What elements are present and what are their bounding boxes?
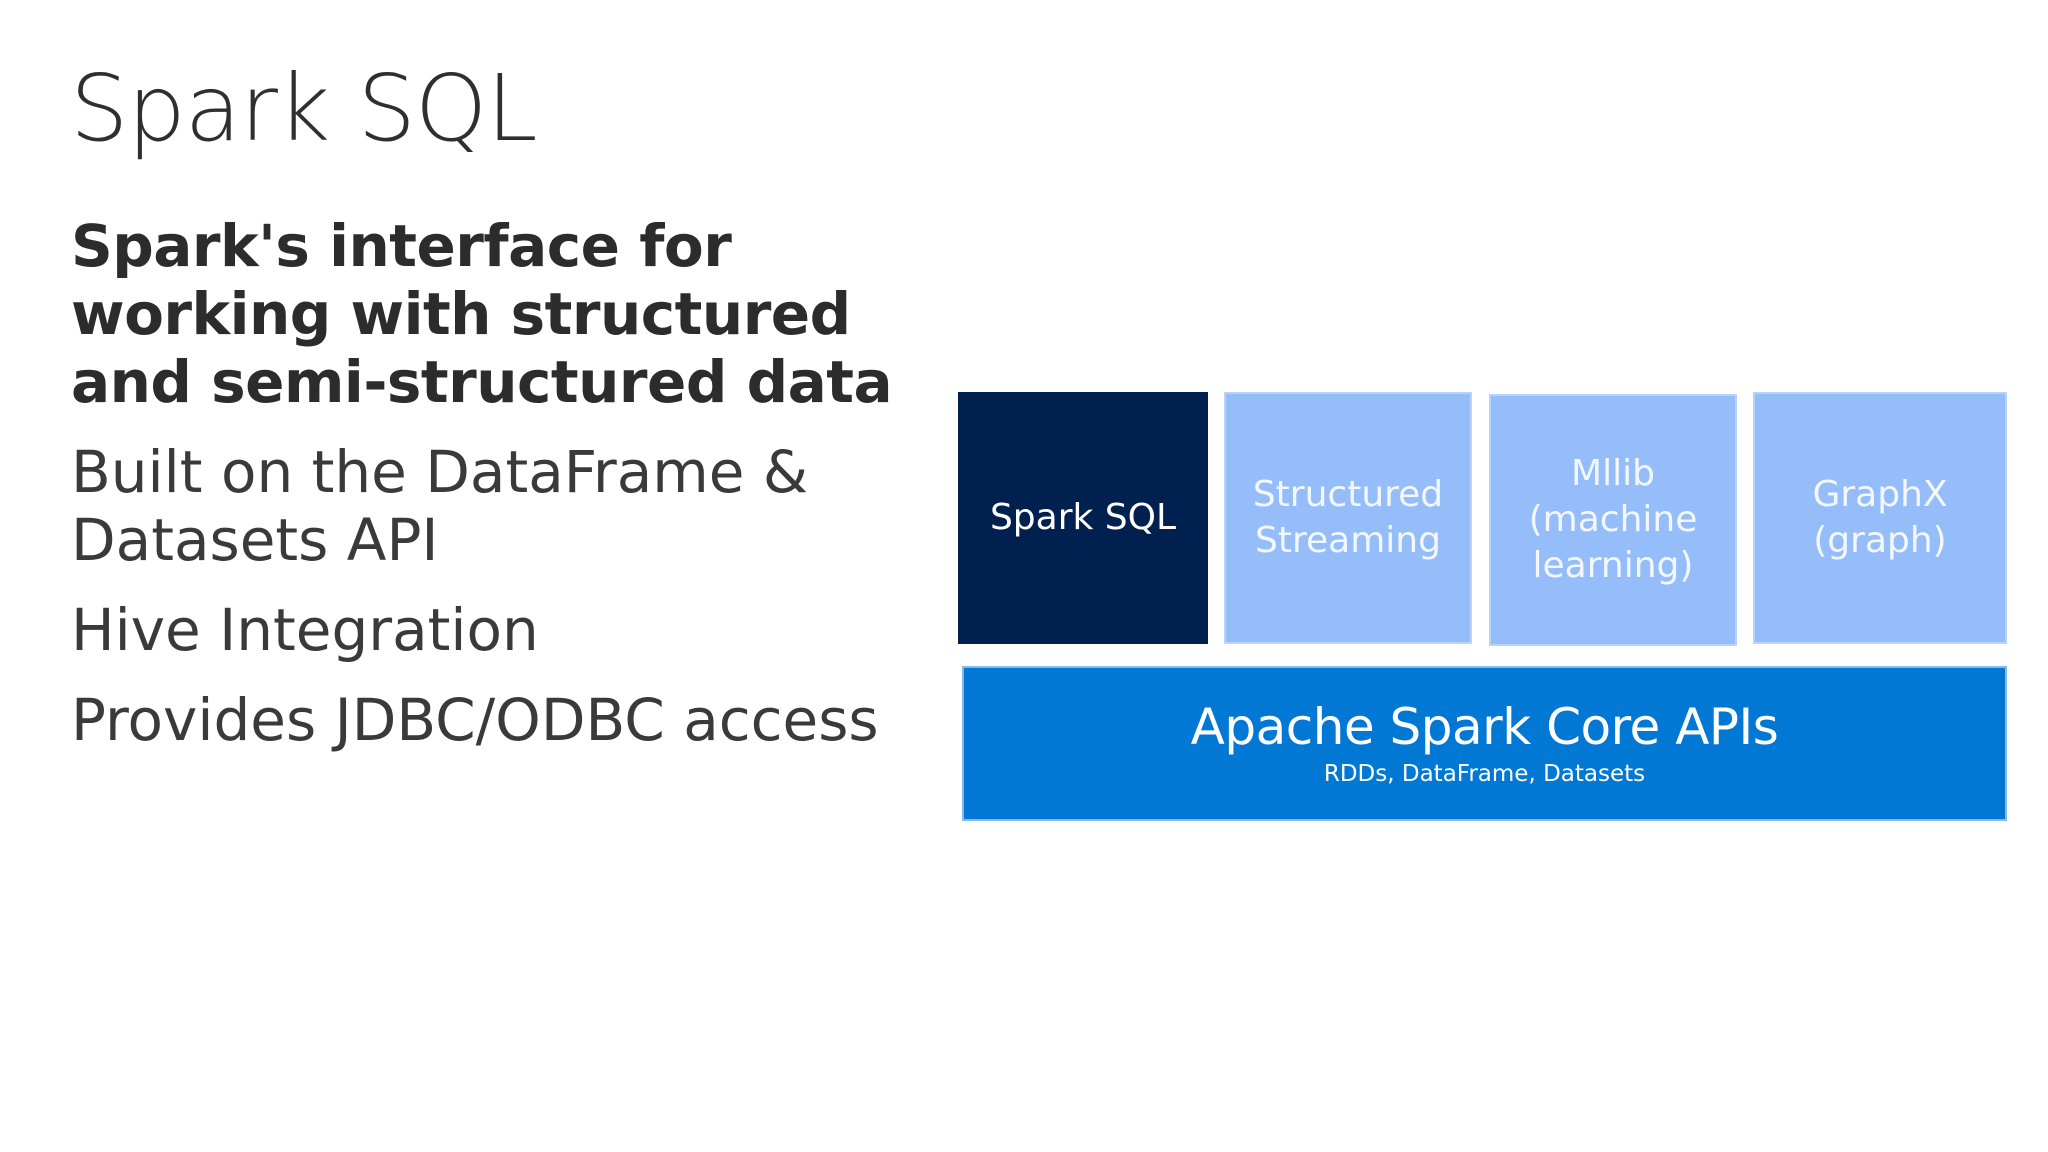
component-spark-sql: Spark SQL: [958, 392, 1208, 644]
slide-title: Spark SQL: [70, 55, 538, 162]
component-mllib: Mllib (machine learning): [1489, 394, 1737, 646]
bullet-item-interface: Spark's interface for working with struc…: [71, 212, 893, 416]
core-api-layer: Apache Spark Core APIs RDDs, DataFrame, …: [962, 666, 2007, 821]
component-graphx-label: GraphX (graph): [1812, 474, 1948, 561]
core-api-title: Apache Spark Core APIs: [1190, 697, 1779, 756]
component-structured-streaming-label: Structured Streaming: [1252, 474, 1444, 561]
component-structured-streaming: Structured Streaming: [1224, 392, 1472, 644]
component-spark-sql-label: Spark SQL: [989, 497, 1177, 538]
bullet-item-hive: Hive Integration: [71, 596, 539, 664]
core-api-subtitle: RDDs, DataFrame, Datasets: [1323, 760, 1646, 787]
component-mllib-label: Mllib (machine learning): [1528, 453, 1698, 586]
bullet-item-dataframe: Built on the DataFrame & Datasets API: [71, 438, 809, 574]
component-graphx: GraphX (graph): [1753, 392, 2007, 644]
bullet-list: Spark's interface for working with struc…: [71, 212, 931, 776]
bullet-item-jdbc: Provides JDBC/ODBC access: [71, 686, 879, 754]
